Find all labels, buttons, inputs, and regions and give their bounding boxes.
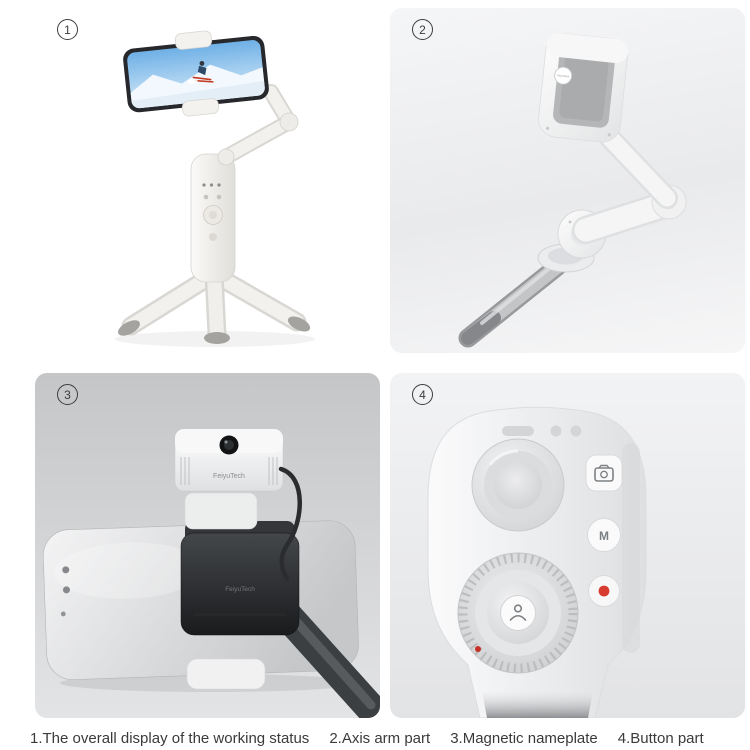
clamp-brand-text: FeiyuTech xyxy=(225,586,255,593)
tripod xyxy=(118,264,311,344)
module-ridges xyxy=(268,457,278,485)
follow-icon xyxy=(509,604,527,621)
wheel-index-dot xyxy=(475,646,481,652)
joystick-dial xyxy=(471,438,565,532)
module-bracket xyxy=(184,492,258,530)
phone-clamp-jaw xyxy=(174,30,212,50)
tripod-foot xyxy=(287,316,311,332)
nameplate-illustration: FeiyuTech FeiyuTech xyxy=(42,428,380,718)
mode-button: M xyxy=(587,518,621,552)
tripod-foot xyxy=(204,332,230,344)
arm-motor-joint xyxy=(217,148,235,166)
mode-button-label: M xyxy=(599,529,609,543)
record-dot-icon xyxy=(598,585,610,597)
phone-camera-dot xyxy=(62,586,70,594)
tripod-foot xyxy=(118,320,140,336)
clamp-logo-text: FeiyuTech xyxy=(557,73,570,78)
wheel-center-button xyxy=(500,595,536,631)
panel-number-badge: 1 xyxy=(57,19,78,40)
button-panel-illustration: M xyxy=(427,406,647,718)
top-button xyxy=(550,425,562,437)
caption-item-2: 2.Axis arm part xyxy=(329,730,431,747)
axis-arm xyxy=(572,127,687,244)
grip-shade xyxy=(482,691,593,718)
camera-switch-button xyxy=(585,454,623,492)
caption-item-3: 3.Magnetic nameplate xyxy=(450,730,598,747)
panel-magnetic-nameplate: 3 xyxy=(35,373,380,718)
axis-arm-illustration: FeiyuTech xyxy=(458,32,687,348)
module-ridges xyxy=(180,457,190,485)
top-button xyxy=(570,425,582,437)
magnetic-clamp: FeiyuTech xyxy=(180,521,300,636)
caption-item-4: 4.Button part xyxy=(617,730,704,747)
handle xyxy=(190,153,236,283)
product-image-grid: 1 xyxy=(35,8,745,718)
feiyutech-logo-icon xyxy=(554,66,573,85)
panel-axis-arm: 2 xyxy=(390,8,745,353)
tracking-module: FeiyuTech xyxy=(174,428,284,492)
panel-number-badge: 4 xyxy=(412,384,433,405)
gimbal-arm xyxy=(217,84,299,166)
zoom-rocker xyxy=(502,425,582,437)
phone-camera-dot xyxy=(62,566,70,574)
caption-item-1: 1.The overall display of the working sta… xyxy=(30,730,310,747)
module-brand-text: FeiyuTech xyxy=(213,473,245,480)
phone-clamp-jaw xyxy=(182,98,219,117)
handle-button xyxy=(209,233,217,241)
wheel-knurl xyxy=(458,553,578,673)
panel-number-badge: 2 xyxy=(412,19,433,40)
panel-number-badge: 3 xyxy=(57,384,78,405)
panel-overall-display: 1 xyxy=(35,8,380,353)
phone-clamp: FeiyuTech xyxy=(538,32,629,143)
ski-scene xyxy=(130,61,266,109)
record-button xyxy=(588,575,620,607)
scroll-wheel xyxy=(457,552,579,674)
mounted-phone xyxy=(123,30,269,117)
clamp-lower-jaw xyxy=(186,658,266,690)
arm-motor-joint xyxy=(279,112,299,132)
module-cable xyxy=(278,466,302,582)
caption-legend: 1.The overall display of the working sta… xyxy=(30,730,704,747)
gimbal-overall-illustration xyxy=(115,30,315,347)
panel-button-part: 4 xyxy=(390,373,745,718)
camera-switch-icon xyxy=(594,464,614,482)
telescopic-pole xyxy=(458,256,568,348)
